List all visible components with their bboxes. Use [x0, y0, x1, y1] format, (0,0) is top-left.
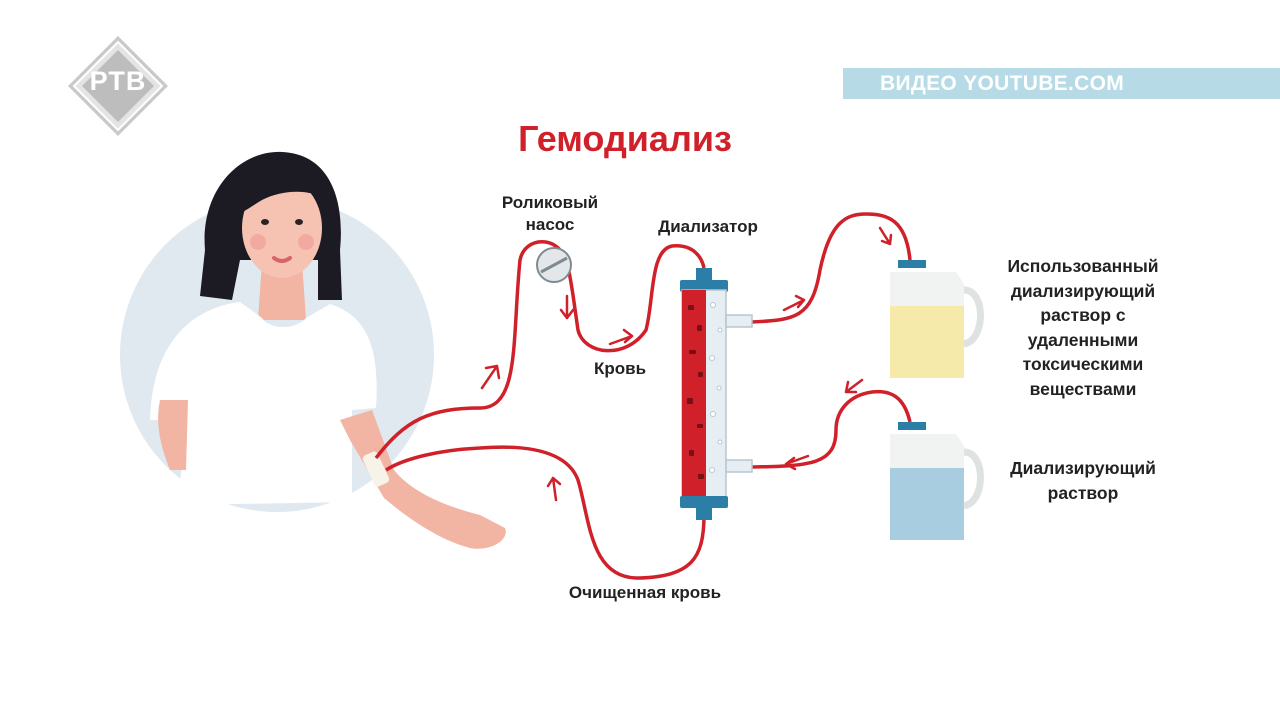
label-clean-blood: Очищенная кровь	[568, 583, 722, 602]
label-dialyzer: Диализатор	[658, 217, 758, 236]
arrow-icon	[784, 454, 810, 471]
roller-pump	[536, 247, 572, 283]
label-fresh-solution: Диализирующий раствор	[1010, 458, 1156, 503]
arrow-icon	[878, 226, 893, 246]
arrow-icon	[782, 294, 806, 312]
label-blood: Кровь	[593, 359, 647, 378]
fresh-solution-jug	[890, 422, 984, 540]
logo-text: РТВ	[89, 66, 147, 96]
source-banner: ВИДЕО YOUTUBE.COM	[843, 68, 1280, 99]
used-solution-jug	[890, 260, 984, 378]
arrow-icon	[559, 294, 575, 320]
flow-arrows	[480, 226, 893, 502]
label-roller-pump: Роликовый насос	[501, 193, 599, 234]
arrow-icon	[480, 364, 501, 390]
patient-illustration	[150, 151, 506, 549]
dialyzer	[680, 268, 753, 520]
page-title: Гемодиализ	[518, 118, 732, 159]
rtv-logo	[68, 36, 168, 136]
label-used-solution: Использованный диализирующий раствор с у…	[1007, 256, 1159, 399]
arrow-icon	[608, 328, 634, 346]
arrow-icon	[844, 378, 864, 394]
arrow-icon	[546, 476, 562, 502]
